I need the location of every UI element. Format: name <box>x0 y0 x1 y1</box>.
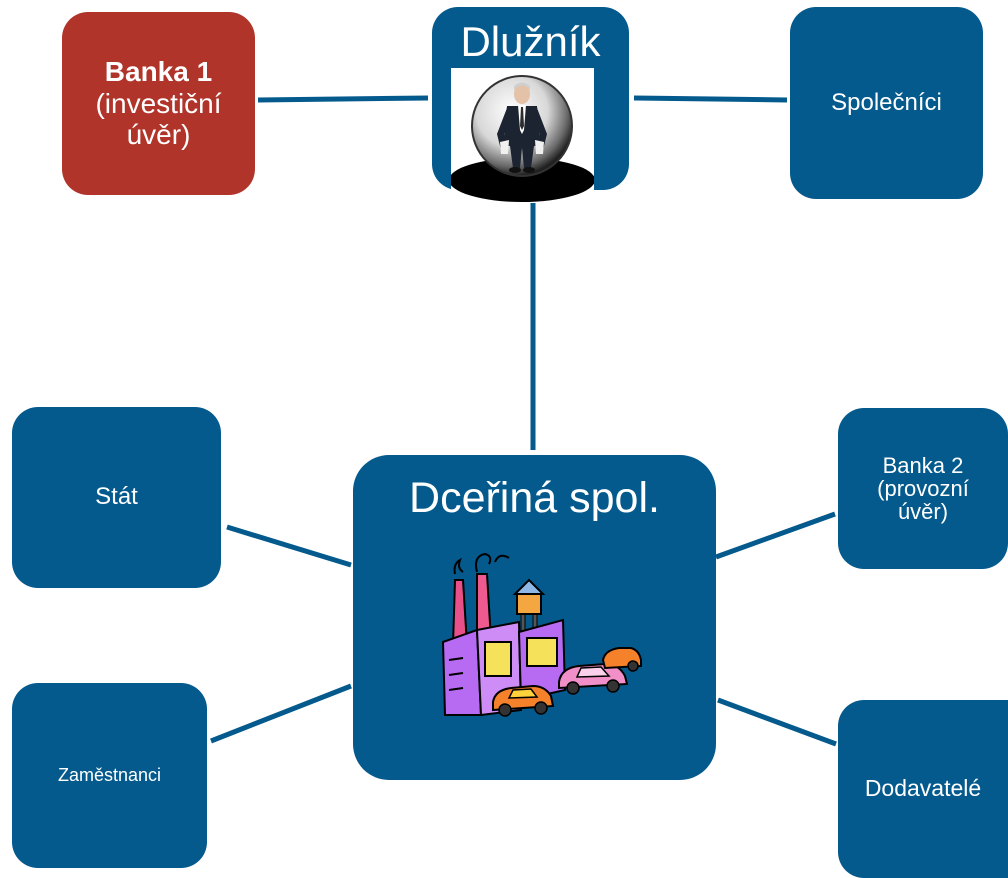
node-spolecnici-label: Společníci <box>831 88 942 116</box>
link-zamestnanci-dcerina <box>210 683 352 744</box>
node-dodavatele-label: Dodavatelé <box>864 775 982 802</box>
node-banka-1-line3: úvěr) <box>126 119 191 151</box>
node-stat: Stát <box>12 407 221 588</box>
node-dluznik-title: Dlužník <box>460 18 601 65</box>
node-banka-1-line2: (investiční <box>95 87 222 119</box>
node-zamestnanci: Zaměstnanci <box>12 683 207 868</box>
node-dodavatele: Dodavatelé <box>838 700 1008 878</box>
node-banka-1-title: Banka 1 <box>104 56 213 88</box>
node-dluznik: Dlužník <box>432 7 629 203</box>
node-zamestnanci-label: Zaměstnanci <box>57 765 162 786</box>
node-banka-2-line3: úvěr) <box>897 499 949 525</box>
node-banka-2: Banka 2 (provozní úvěr) <box>838 408 1008 569</box>
node-dcerina-spolecnost: Dceřiná spol. <box>353 455 716 780</box>
link-dodavatele-dcerina <box>717 697 837 747</box>
node-dcerina-title: Dceřiná spol. <box>409 474 660 522</box>
link-bank1-dluznik <box>257 95 429 103</box>
node-spolecnici: Společníci <box>790 7 983 199</box>
node-banka-2-line2: (provozní <box>877 475 969 501</box>
node-banka-1: Banka 1 (investiční úvěr) <box>62 12 255 195</box>
factory-icon <box>433 550 648 725</box>
businessman-icon <box>449 68 595 203</box>
link-bank2-dcerina <box>715 511 836 560</box>
node-banka-2-line1: Banka 2 <box>882 452 964 478</box>
node-stat-label: Stát <box>95 483 138 511</box>
link-dluznik-spolecnici <box>633 95 788 103</box>
link-stat-dcerina <box>226 524 352 568</box>
